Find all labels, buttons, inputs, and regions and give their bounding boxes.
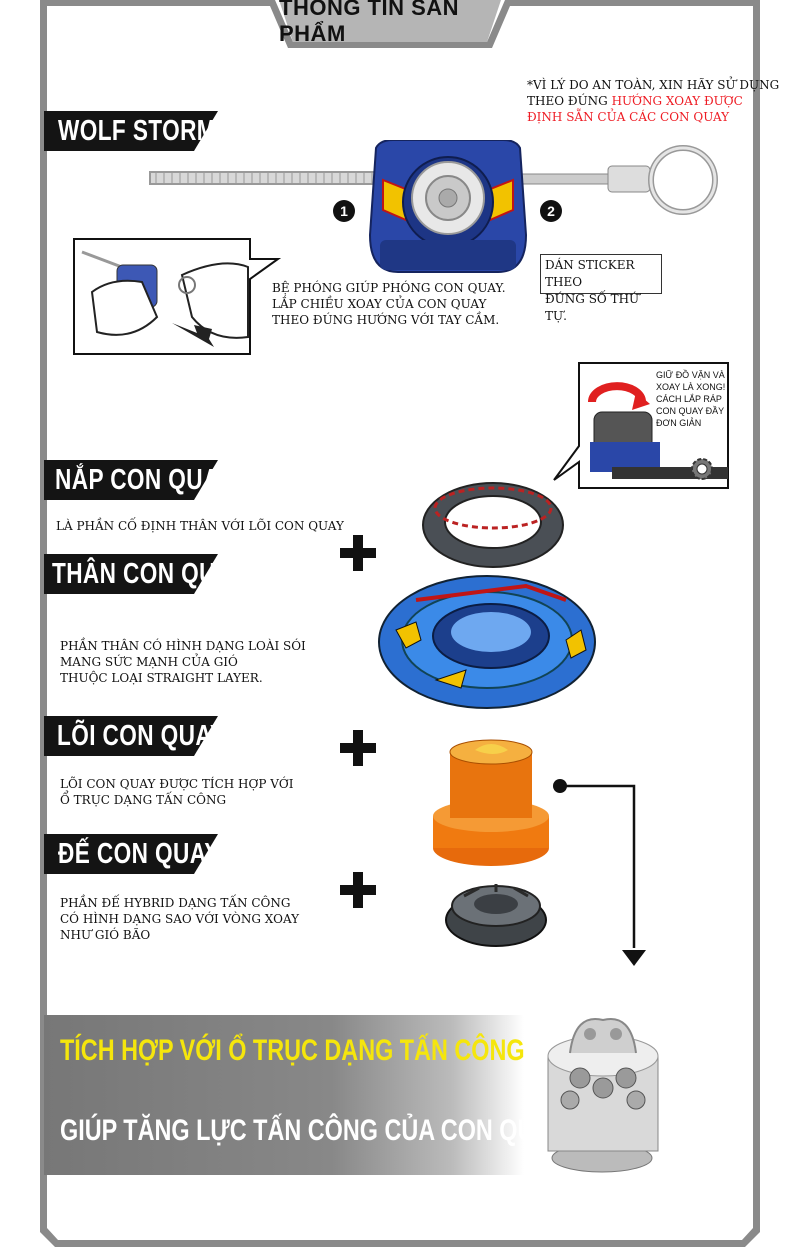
- sticker-number-1: 1: [333, 200, 355, 222]
- safety-note: *VÌ LÝ DO AN TOÀN, XIN HÃY SỬ DỤNG THEO …: [527, 78, 780, 124]
- bottom-headline: TÍCH HỢP VỚI Ổ TRỤC DẠNG TẤN CÔNG: [60, 1034, 525, 1067]
- banner-bg-base: [44, 834, 218, 874]
- plus-sign-3: [340, 872, 376, 908]
- launcher-illustration: [149, 140, 718, 273]
- core-desc: LÕI CON QUAY ĐƯỢC TÍCH HỢP VỚI Ổ TRỤC DẠ…: [60, 777, 294, 807]
- launcher-note: BỆ PHÓNG GIÚP PHÓNG CON QUAY. LẮP CHIỀU …: [272, 281, 506, 327]
- cap-ring-image: [422, 482, 564, 568]
- banner-bg-launcher: [44, 111, 218, 151]
- section-title-body: THÂN CON QUAY: [52, 557, 247, 590]
- base-driver-image: [445, 884, 547, 947]
- assembly-callout: [553, 362, 729, 489]
- section-title-cap: NẮP CON QUAY: [55, 463, 234, 496]
- core-image: [433, 739, 549, 866]
- hand-pull-illustration: [73, 238, 282, 355]
- plus-sign-1: [340, 535, 376, 571]
- page-title: THÔNG TIN SẢN PHẨM: [279, 0, 460, 46]
- section-title-core: LÕI CON QUAY: [57, 719, 226, 752]
- gear-icon: [691, 458, 713, 480]
- banner-bg-body: [44, 554, 218, 594]
- body-desc: PHẦN THÂN CÓ HÌNH DẠNG LOÀI SÓI MANG SỨC…: [60, 639, 306, 685]
- section-title-launcher: WOLF STORM: [58, 114, 217, 147]
- section-title-base: ĐẾ CON QUAY: [58, 837, 220, 870]
- assembly-note: GIỮ ĐỒ VẶN VÀ XOAY LÀ XONG! CÁCH LẮP RÁP…: [656, 370, 726, 428]
- sticker-note: DÁN STICKER THEO ĐÚNG SỐ THỨ TỰ.: [540, 254, 662, 323]
- cap-desc: LÀ PHẦN CỐ ĐỊNH THÂN VỚI LÕI CON QUAY: [56, 519, 344, 533]
- banner-bg-cap: [44, 460, 218, 500]
- base-desc: PHẦN ĐẾ HYBRID DẠNG TẤN CÔNG CÓ HÌNH DẠN…: [60, 896, 300, 942]
- core-connector-arrow: [553, 779, 646, 966]
- sticker-number-2: 2: [540, 200, 562, 222]
- plus-sign-2: [340, 730, 376, 766]
- body-layer-image: [378, 575, 596, 709]
- bottom-subline: GIÚP TĂNG LỰC TẤN CÔNG CỦA CON QUAY!: [60, 1114, 573, 1147]
- bottom-band: [44, 1015, 524, 1175]
- banner-bg-core: [44, 716, 218, 756]
- bearing-image: [547, 1017, 659, 1173]
